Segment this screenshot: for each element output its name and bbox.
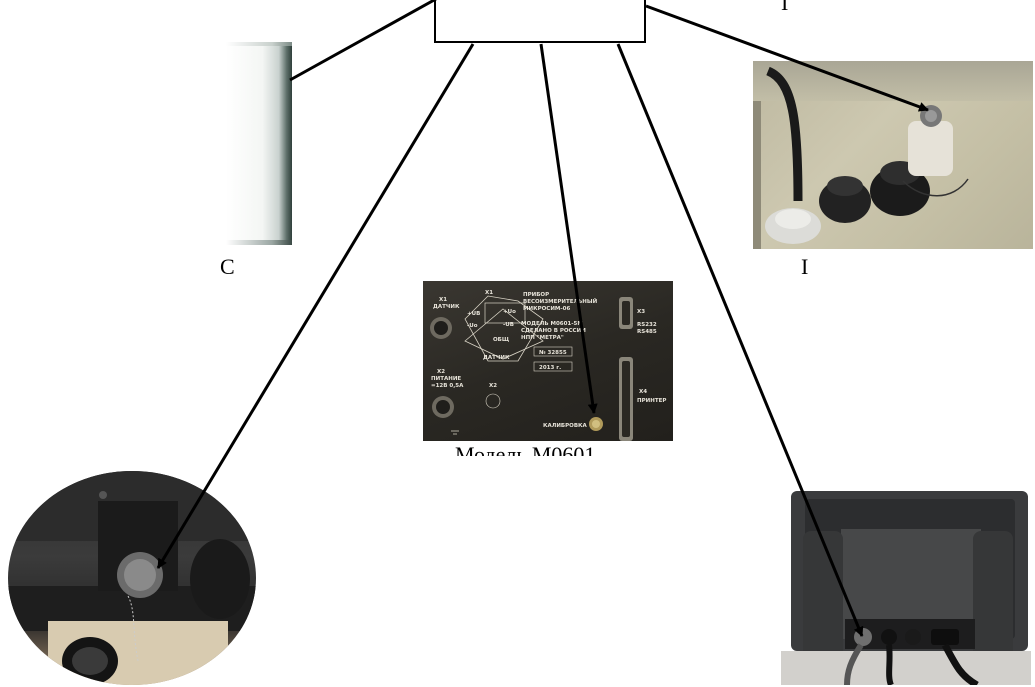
- panel-title-2: ВЕСОИЗМЕРИТЕЛЬНЫЙ: [523, 297, 598, 305]
- panel-x1-sub: ДАТЧИК: [433, 304, 460, 310]
- panel-x2-sub1: ПИТАНИЕ: [431, 376, 461, 382]
- panel-bridge-label-5: ОБЩ: [493, 337, 509, 343]
- caption-top-left: С: [220, 254, 235, 279]
- caption-top-right: I: [801, 254, 809, 279]
- corner-mark-top-right: I: [781, 0, 789, 15]
- panel-x2-sub2: =12В 0,5А: [431, 383, 464, 389]
- panel-bridge-label-2: -Uo: [467, 323, 478, 329]
- photo-instrument-panel: X1 ДАТЧИК X1 ПРИБОР ВЕСОИЗМЕРИТЕЛЬНЫЙ МИ…: [423, 281, 673, 441]
- panel-x4-sub: ПРИНТЕР: [637, 398, 666, 404]
- panel-x1-label: X1: [439, 297, 447, 303]
- panel-bridge-label-4: -UB: [503, 322, 514, 328]
- panel-x2-pin-label: X2: [489, 383, 497, 389]
- photo-platform-corner: [226, 42, 292, 245]
- panel-bridge-label-3: +Uo: [503, 309, 516, 315]
- panel-bridge-x1: X1: [485, 290, 493, 296]
- panel-serial: № 32855: [538, 349, 567, 356]
- panel-year: 2013 г.: [539, 365, 561, 371]
- arrow-to-bottom-right: [616, 43, 864, 637]
- panel-x3-sub1: RS232: [637, 322, 657, 328]
- arrow-to-bottom-left: [156, 43, 475, 569]
- panel-bridge-label-1: +UB: [467, 311, 480, 317]
- panel-made: СДЕЛАНО В РОССИИ: [521, 328, 586, 334]
- panel-title-1: ПРИБОР: [523, 292, 549, 298]
- photo-connector-closeup: [8, 471, 256, 685]
- panel-x3-sub2: RS485: [637, 329, 657, 335]
- panel-x4-label: X4: [639, 389, 647, 395]
- arrow-to-calibration: [539, 43, 598, 414]
- panel-sensor-label: ДАТЧИК: [483, 355, 510, 361]
- caption-center-panel: Модель М0601: [455, 444, 595, 456]
- panel-x3-label: X3: [637, 309, 645, 315]
- panel-title-3: МИКРОСИМ-06: [523, 306, 571, 312]
- panel-maker: НПП "МЕТРА": [521, 335, 564, 341]
- photo-connector-top-right: [753, 61, 1033, 249]
- top-center-box: [434, 0, 646, 43]
- line-to-platform: [289, 0, 437, 82]
- panel-model: МОДЕЛЬ М0601-5М: [521, 321, 583, 327]
- panel-x2-label: X2: [437, 369, 445, 375]
- arrow-to-top-right: [645, 4, 929, 112]
- panel-calib-label: КАЛИБРОВКА: [543, 423, 588, 429]
